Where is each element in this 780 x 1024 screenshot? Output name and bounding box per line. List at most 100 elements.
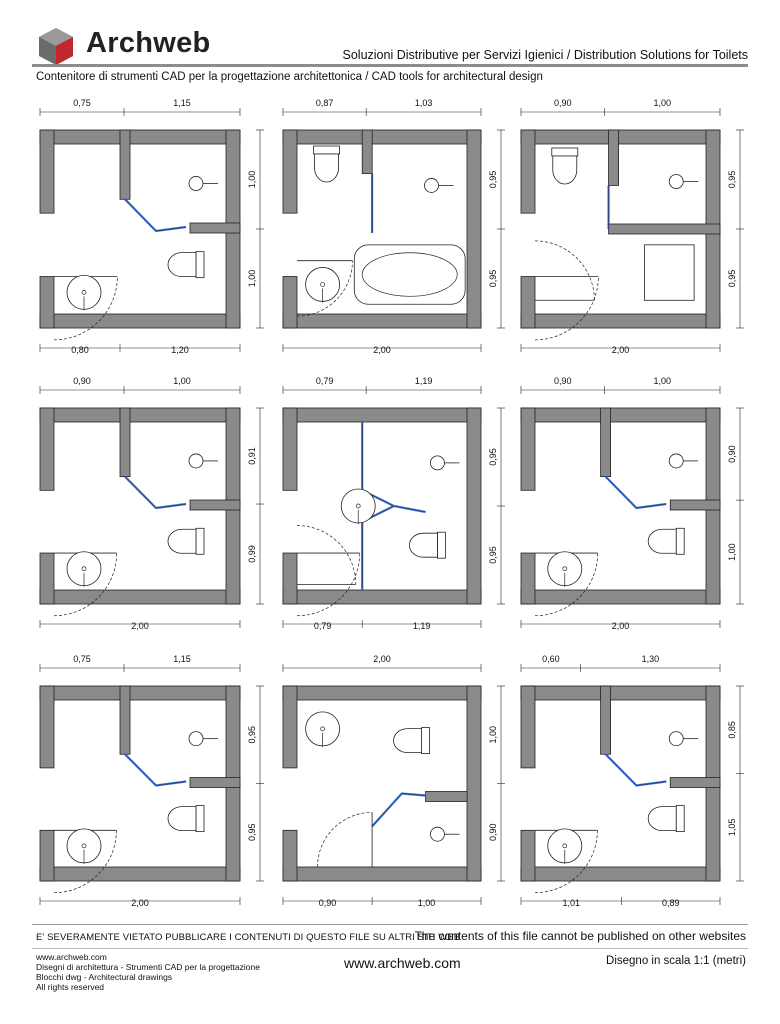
dimension-label: 0,87 [316,98,334,108]
partition-wall [608,223,721,235]
toilet-tank [675,805,685,832]
wall-segment [520,866,721,882]
wall-segment [282,552,298,605]
dimension-label: 1,20 [171,345,189,355]
dimension-label: 2,00 [131,898,149,908]
toilet-icon [647,805,685,832]
toilet-bowl [314,153,339,183]
dimension-label: 1,03 [415,98,433,108]
toilet-tank [195,527,205,555]
dimension-label: 0,89 [662,898,680,908]
door-swing-arc [296,553,361,617]
dimension-label: 1,00 [247,270,257,288]
toilet-bowl [409,532,438,558]
glass-shower-door [124,475,187,510]
wall-segment [282,407,298,491]
wall-segment [520,407,536,491]
dimension-label: 1,00 [654,98,672,108]
partition-wall [189,222,241,234]
wall-segment [282,589,482,605]
toilet-tank [313,145,340,155]
dimension-label: 0,95 [727,171,737,189]
wall-segment [466,129,482,329]
wall-segment [39,589,241,605]
partition-wall [600,685,611,755]
dimension-label: 2,00 [373,654,391,664]
drain-icon [81,843,87,849]
toilet-tank [195,805,205,832]
glass-shower-door-edge [605,754,667,786]
toilet-tank [436,531,446,559]
glass-shower-door-edge [124,199,187,232]
dimension-label: 0,91 [247,447,257,465]
partition-wall [119,407,131,477]
toilet-bowl [167,528,197,554]
door-swing-arc [534,553,599,617]
archweb-logo-icon [39,28,73,65]
partition-wall [119,129,131,200]
dimension-label: 0,90 [554,376,572,386]
wall-segment [39,407,55,491]
wall-segment [39,552,55,605]
footer-line: Disegni di architettura - Strumenti CAD … [36,962,260,972]
dimension-label: 0,95 [727,270,737,288]
dimension-label: 1,00 [247,171,257,189]
header-divider [32,64,748,67]
door-swing-arc [534,240,595,301]
toilet-bowl [647,806,677,831]
toilet-icon [409,531,446,559]
shower-drain-icon [668,731,684,747]
wall-segment [520,552,536,605]
footer-line: All rights reserved [36,982,105,992]
copyright-warning-en: The contents of this file cannot be publ… [414,929,746,943]
drain-icon [81,290,87,295]
wall-segment [39,829,55,882]
wall-segment [39,685,55,769]
dimension-label: 2,00 [612,345,630,355]
dimension-label: 0,95 [247,823,257,841]
glass-shower-door-edge [124,476,187,509]
dimension-label: 0,60 [542,654,560,664]
wall-segment [39,407,241,423]
washbasin-icon [643,244,695,301]
toilet-tank [675,527,685,555]
glass-shower-door-edge [361,422,426,513]
partition-wall [361,129,373,174]
dimension-label: 2,00 [373,345,391,355]
wall-segment [39,685,241,701]
dimension-label: 0,79 [316,376,334,386]
wall-segment [282,129,482,145]
wall-segment [520,685,721,701]
wall-segment [282,313,482,329]
toilet-tank [421,727,430,754]
door-swing-arc [296,260,353,317]
dimension-label: 1,05 [727,819,737,837]
wall-segment [520,129,536,214]
wall-segment [520,829,536,882]
dimension-label: 0,85 [727,721,737,739]
dimension-label: 0,80 [71,345,89,355]
wall-segment [520,589,721,605]
toilet-bowl [167,806,197,831]
dimension-label: 0,90 [554,98,572,108]
wall-segment [282,276,298,329]
toilet-bowl [552,155,578,185]
wall-segment [520,313,721,329]
toilet-icon [167,805,205,832]
dimension-label: 1,00 [418,898,436,908]
partition-wall [189,777,241,788]
brand-name: Archweb [86,27,211,59]
glass-shower-door-edge [371,793,426,827]
dimension-label: 0,75 [73,98,91,108]
footer-divider-2 [32,948,748,949]
dimension-label: 0,95 [488,270,498,288]
dimension-label: 0,79 [314,621,332,631]
toilet-icon [313,145,340,183]
